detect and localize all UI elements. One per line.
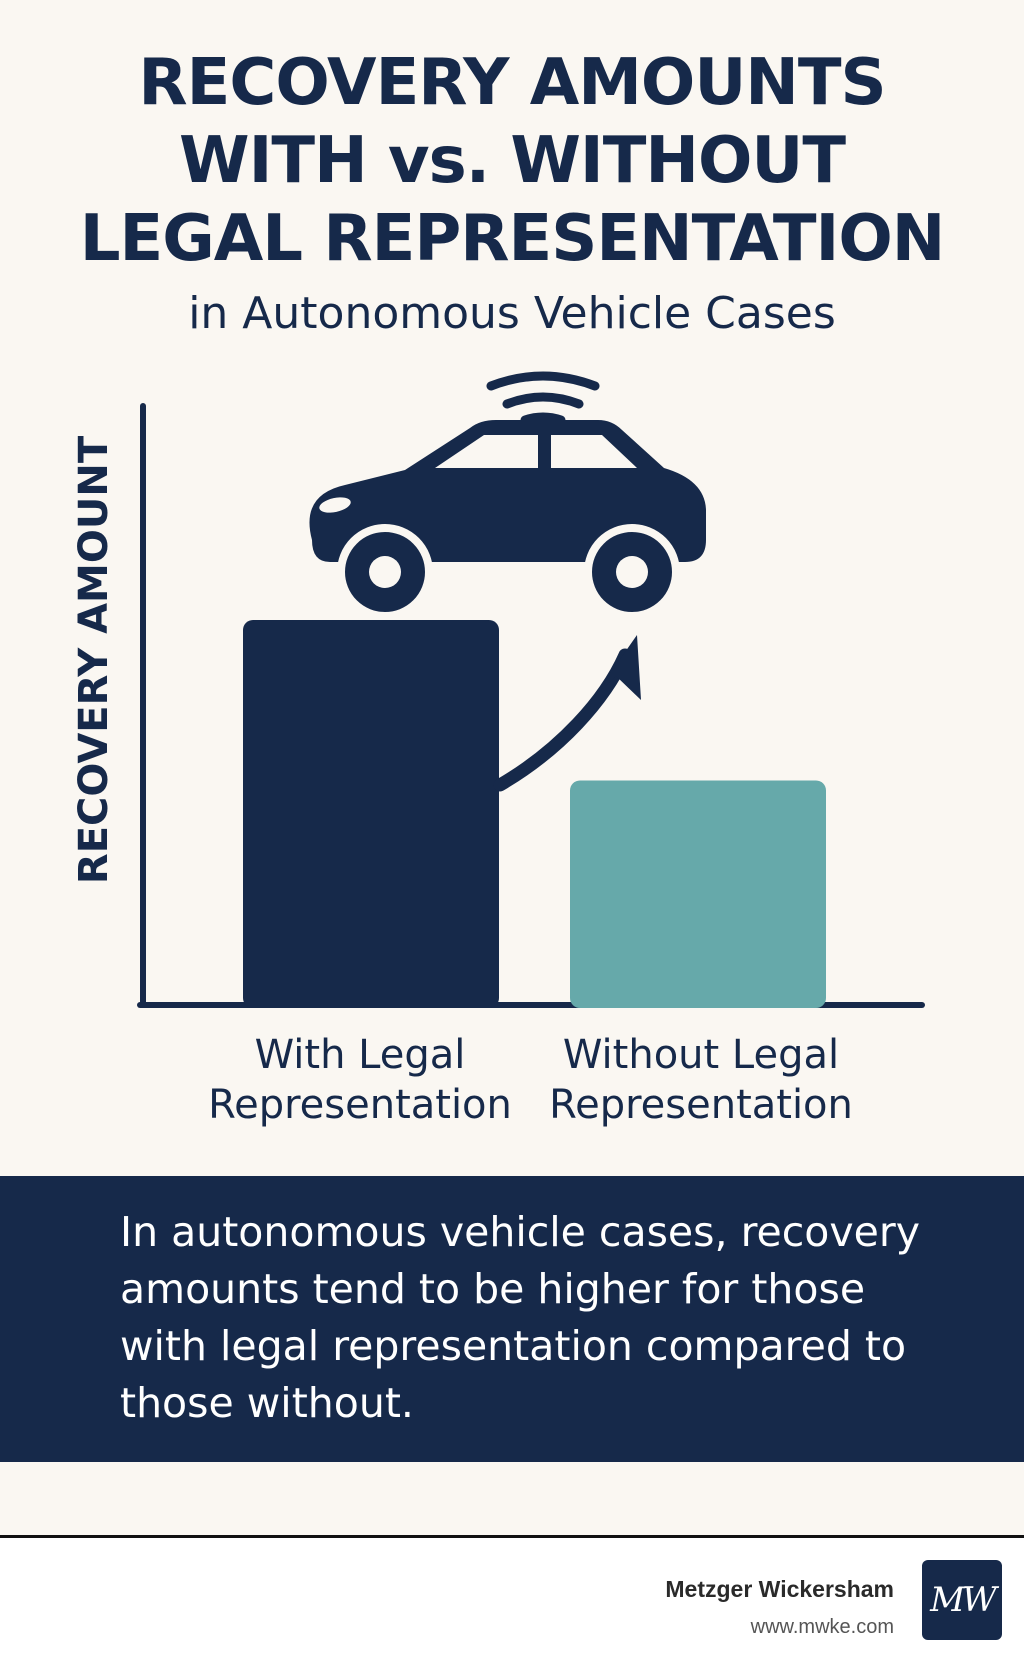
title-line-1: RECOVERY AMOUNTS xyxy=(138,46,886,120)
x-tick-label-with-representation: With Legal Representation xyxy=(200,1030,520,1130)
autonomous-car-icon xyxy=(309,371,706,620)
bar-chart: RECOVERY AMOUNT xyxy=(71,371,925,1008)
brand-name: Metzger Wickersham xyxy=(665,1576,894,1602)
x-tick-label-line: Representation xyxy=(549,1082,853,1128)
brand-logo: MW xyxy=(922,1560,1002,1640)
chart-title: RECOVERY AMOUNTS WITH vs. WITHOUT LEGAL … xyxy=(0,44,1024,346)
title-line-2: WITH vs. WITHOUT xyxy=(179,124,846,198)
x-tick-label-line: With Legal xyxy=(254,1032,466,1078)
y-axis-label: RECOVERY AMOUNT xyxy=(71,435,117,884)
trend-arrow-icon xyxy=(493,635,641,792)
title-line-3: LEGAL REPRESENTATION xyxy=(79,202,946,276)
summary-panel: In autonomous vehicle cases, recovery am… xyxy=(0,1176,1024,1462)
footer: Metzger Wickersham www.mwke.com MW xyxy=(0,1538,1024,1666)
x-tick-label-without-representation: Without Legal Representation xyxy=(541,1030,861,1130)
x-tick-label-line: Representation xyxy=(208,1082,512,1128)
bar-with-legal-representation xyxy=(243,620,499,1008)
x-tick-label-line: Without Legal xyxy=(562,1032,840,1078)
chart-subtitle: in Autonomous Vehicle Cases xyxy=(188,288,836,339)
footer-divider xyxy=(0,1535,1024,1538)
bar-without-legal-representation xyxy=(570,780,826,1008)
brand-url[interactable]: www.mwke.com xyxy=(750,1616,894,1638)
summary-text: In autonomous vehicle cases, recovery am… xyxy=(120,1208,921,1427)
